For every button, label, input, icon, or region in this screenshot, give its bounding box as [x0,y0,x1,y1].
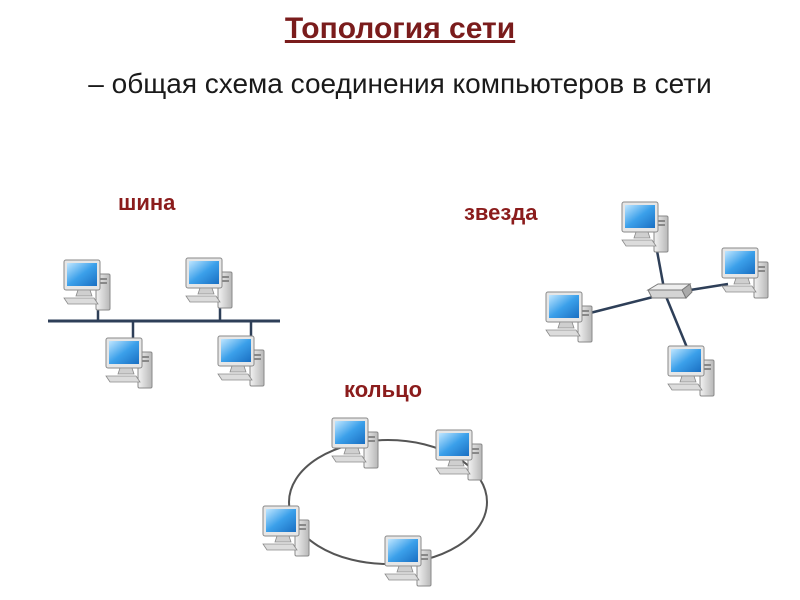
computer-icon [721,247,769,299]
bus-label: шина [118,190,176,215]
computer-icon [331,417,379,469]
star-label: звезда [464,200,538,225]
computer-icon [217,335,265,387]
page-subtitle: – общая схема соединения компьютеров в с… [88,68,712,99]
star-link [663,293,690,351]
computer-icon [185,257,233,309]
computer-icon [667,345,715,397]
bus-topology [48,257,280,389]
computer-icon [262,505,310,557]
hub-icon [646,283,693,299]
computer-icon [105,337,153,389]
ring-topology [262,417,488,587]
computer-icon [621,201,669,253]
computer-icon [384,535,432,587]
page-title: Топология сети [284,12,516,45]
computer-icon [63,259,111,311]
computer-icon [435,429,483,481]
star-topology [545,201,769,397]
ring-label: кольцо [344,377,423,402]
computer-icon [545,291,593,343]
